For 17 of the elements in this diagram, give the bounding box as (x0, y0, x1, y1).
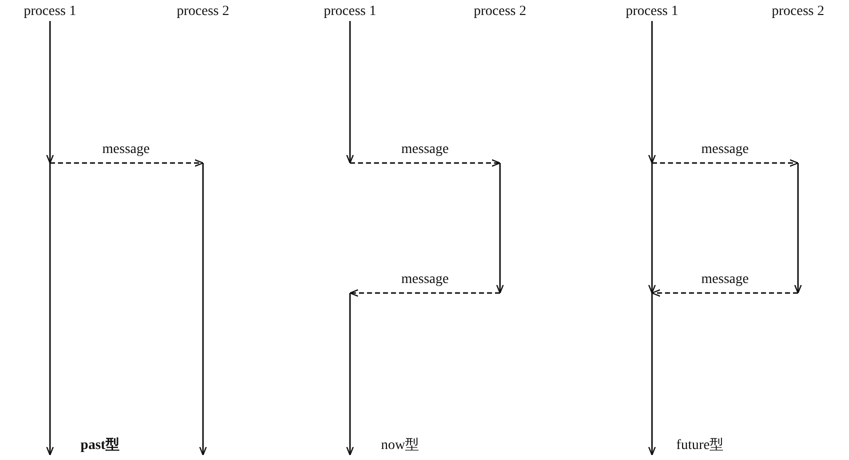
process-label: process 2 (772, 4, 824, 20)
process-label: process 2 (474, 4, 526, 20)
caption: now型 (380, 438, 420, 454)
lifeline-arrow (346, 21, 354, 164)
caption: future型 (676, 438, 724, 454)
message-label: message (701, 272, 749, 288)
process-label: process 2 (176, 4, 230, 20)
message-label: message (102, 142, 150, 158)
process-label: process 1 (626, 4, 678, 20)
process-label: process 1 (324, 4, 376, 20)
lifeline-arrow (648, 21, 656, 455)
caption: past型 (80, 438, 120, 454)
lifeline-arrow (46, 21, 54, 455)
message-label: message (401, 142, 449, 158)
message-label: message (401, 272, 449, 288)
process-label: process 1 (24, 4, 76, 20)
message-label: message (701, 142, 749, 158)
